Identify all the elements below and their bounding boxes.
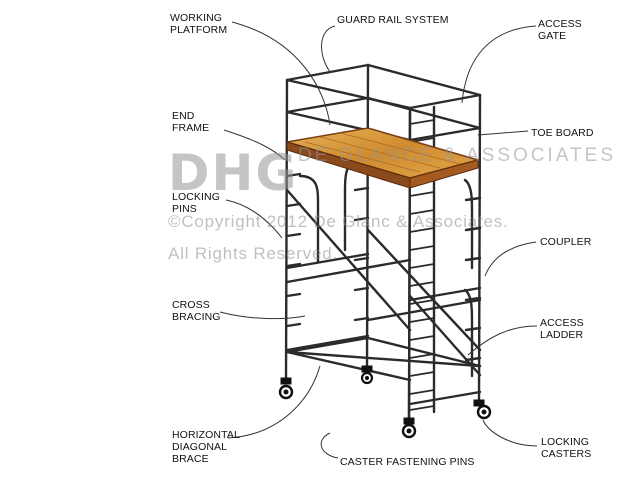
caster-front-left [278, 377, 294, 400]
label-locking-pins: LOCKING PINS [172, 191, 220, 215]
watermark-company-name: DE GLANCE & ASSOCIATES [298, 145, 617, 166]
watermark-rights: All Rights Reserved. [168, 244, 339, 263]
leader-lines [219, 21, 538, 459]
caster-back-left [360, 365, 374, 385]
scaffold-frame [284, 63, 482, 422]
working-platform [286, 127, 481, 189]
label-working-platform: WORKING PLATFORM [170, 12, 228, 36]
label-cross-bracing: CROSS BRACING [172, 299, 221, 323]
watermark-logo: DHG [168, 144, 299, 202]
label-access-gate: ACCESS GATE [538, 18, 582, 42]
label-end-frame: END FRAME [172, 110, 210, 134]
watermark-copyright: ©Copyright 2012 De Glanc & Associates. [168, 212, 509, 231]
post-front-left [284, 78, 289, 382]
label-locking-casters: LOCKING CASTERS [541, 436, 592, 460]
post-back-right [477, 93, 482, 404]
label-horizontal-diagonal-brace: HORIZONTAL DIAGONAL BRACE [172, 429, 240, 465]
locking-casters [278, 365, 492, 439]
label-coupler: COUPLER [540, 236, 592, 248]
label-toe-board: TOE BOARD [531, 127, 594, 139]
label-caster-fastening-pins: CASTER FASTENING PINS [340, 456, 475, 468]
label-guard-rail-system: GUARD RAIL SYSTEM [337, 14, 449, 26]
cross-brace [285, 188, 412, 332]
caster-back-right [473, 399, 492, 420]
label-access-ladder: ACCESS LADDER [540, 317, 584, 341]
horizontal-diagonal-brace [285, 350, 412, 382]
caster-front-right [401, 417, 417, 439]
